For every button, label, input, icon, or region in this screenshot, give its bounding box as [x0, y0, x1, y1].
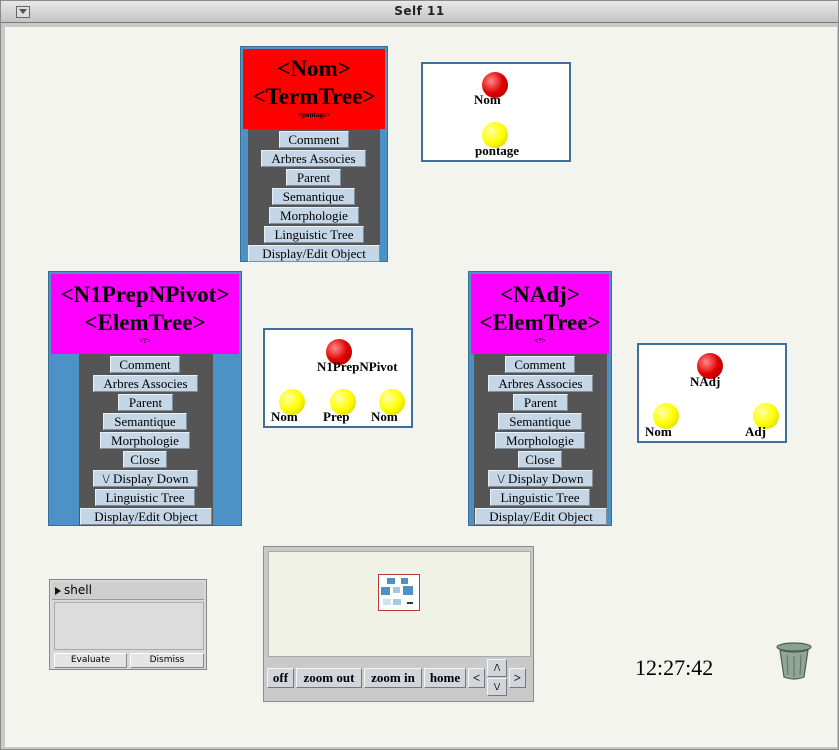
- shell-input[interactable]: [54, 602, 204, 650]
- tree-node-leaf[interactable]: [379, 389, 405, 415]
- node-label: Adj: [745, 424, 766, 439]
- parent-button[interactable]: Parent: [513, 394, 568, 411]
- parent-button[interactable]: Parent: [286, 169, 341, 186]
- zoom-out-button[interactable]: zoom out: [296, 668, 362, 688]
- morphologie-button[interactable]: Morphologie: [495, 432, 585, 449]
- outliner-type: <ElemTree>: [479, 310, 601, 335]
- tree-node-leaf[interactable]: [753, 403, 779, 429]
- tree-node-leaf[interactable]: [279, 389, 305, 415]
- window-title: Self 11: [394, 4, 445, 18]
- display-edit-object-button[interactable]: Display/Edit Object: [248, 245, 380, 262]
- semantique-button[interactable]: Semantique: [498, 413, 582, 430]
- outliner-type: <ElemTree>: [84, 310, 206, 335]
- node-label: Nom: [271, 409, 298, 424]
- comment-button[interactable]: Comment: [505, 356, 575, 373]
- outliner-n1prepnpivot[interactable]: <N1PrepNPivot> <ElemTree> <?> Comment Ar…: [48, 271, 242, 526]
- linguistic-tree-button[interactable]: Linguistic Tree: [490, 489, 590, 506]
- arbres-associes-button[interactable]: Arbres Associes: [93, 375, 198, 392]
- outliner-header[interactable]: <Nom> <TermTree> <pontage>: [243, 49, 385, 129]
- scroll-right-button[interactable]: >: [509, 668, 526, 688]
- outliner-title: <N1PrepNPivot>: [60, 282, 230, 307]
- linguistic-tree-button[interactable]: Linguistic Tree: [95, 489, 195, 506]
- outliner-nom[interactable]: <Nom> <TermTree> <pontage> Comment Arbre…: [240, 46, 388, 262]
- collapse-window-button[interactable]: [16, 6, 30, 18]
- tree-diagram-n1prepnpivot[interactable]: N1PrepNPivot Nom Prep Nom: [263, 328, 413, 428]
- tree-node-root[interactable]: [482, 72, 508, 98]
- close-button[interactable]: Close: [518, 451, 562, 468]
- trash-can-graphic: [776, 642, 812, 680]
- tree-node-root[interactable]: [326, 339, 352, 365]
- node-label: pontage: [475, 143, 520, 158]
- arbres-associes-button[interactable]: Arbres Associes: [261, 150, 366, 167]
- morphologie-button[interactable]: Morphologie: [100, 432, 190, 449]
- tree-diagram-nom[interactable]: Nom pontage: [421, 62, 571, 162]
- triangle-down-icon: [19, 9, 27, 14]
- tree-node-leaf[interactable]: [482, 122, 508, 148]
- zoom-in-button[interactable]: zoom in: [364, 668, 422, 688]
- morphologie-button[interactable]: Morphologie: [269, 207, 359, 224]
- display-edit-object-button[interactable]: Display/Edit Object: [475, 508, 607, 525]
- tree-node-root[interactable]: [697, 353, 723, 379]
- outliner-subtitle: <pontage>: [298, 111, 330, 119]
- display-edit-object-button[interactable]: Display/Edit Object: [80, 508, 212, 525]
- display-down-button[interactable]: \/ Display Down: [488, 470, 593, 487]
- outliner-title: <NAdj>: [500, 282, 580, 307]
- outliner-header[interactable]: <N1PrepNPivot> <ElemTree> <?>: [51, 274, 239, 354]
- node-label: Nom: [371, 409, 398, 424]
- navigator-map[interactable]: [268, 551, 531, 657]
- tree-diagram-nadj[interactable]: NAdj Nom Adj: [637, 343, 787, 443]
- scroll-left-button[interactable]: <: [468, 668, 485, 688]
- shell-panel[interactable]: shell Evaluate Dismiss: [49, 579, 207, 670]
- outliner-type: <TermTree>: [252, 84, 376, 109]
- navigator-viewport-thumbnail[interactable]: [378, 574, 420, 611]
- clock-display: 12:27:42: [635, 655, 714, 680]
- outliner-subtitle: <?>: [139, 337, 151, 345]
- evaluate-button[interactable]: Evaluate: [54, 653, 127, 668]
- thumbnail-graphic: [381, 578, 413, 605]
- node-label: Nom: [645, 424, 672, 439]
- outliner-menu: Comment Arbres Associes Parent Semantiqu…: [79, 354, 213, 526]
- outliner-menu: Comment Arbres Associes Parent Semantiqu…: [474, 354, 607, 526]
- outliner-nadj[interactable]: <NAdj> <ElemTree> <?> Comment Arbres Ass…: [468, 271, 612, 526]
- semantique-button[interactable]: Semantique: [272, 188, 355, 205]
- outliner-header[interactable]: <NAdj> <ElemTree> <?>: [471, 274, 609, 354]
- outliner-menu: Comment Arbres Associes Parent Semantiqu…: [248, 129, 380, 262]
- semantique-button[interactable]: Semantique: [103, 413, 187, 430]
- tree-node-leaf[interactable]: [653, 403, 679, 429]
- world-navigator[interactable]: off zoom out zoom in home < /\ \/ >: [263, 546, 534, 702]
- parent-button[interactable]: Parent: [118, 394, 173, 411]
- expand-triangle-icon[interactable]: [55, 587, 61, 595]
- tree-node-leaf[interactable]: [330, 389, 356, 415]
- title-bar[interactable]: Self 11: [1, 1, 838, 23]
- shell-title: shell: [64, 583, 92, 597]
- shell-title-bar[interactable]: shell: [52, 582, 204, 600]
- scroll-up-button[interactable]: /\: [487, 659, 507, 677]
- node-label: N1PrepNPivot: [317, 359, 398, 374]
- home-button[interactable]: home: [424, 668, 466, 688]
- comment-button[interactable]: Comment: [110, 356, 180, 373]
- navigator-off-button[interactable]: off: [267, 668, 294, 688]
- comment-button[interactable]: Comment: [279, 131, 349, 148]
- outliner-title: <Nom>: [277, 56, 351, 81]
- close-button[interactable]: Close: [123, 451, 167, 468]
- outliner-subtitle: <?>: [534, 337, 546, 345]
- linguistic-tree-button[interactable]: Linguistic Tree: [264, 226, 364, 243]
- node-label: NAdj: [690, 374, 721, 389]
- node-label: Prep: [323, 409, 350, 424]
- node-label: Nom: [474, 92, 501, 107]
- scroll-down-button[interactable]: \/: [487, 678, 507, 696]
- arbres-associes-button[interactable]: Arbres Associes: [488, 375, 593, 392]
- dismiss-button[interactable]: Dismiss: [130, 653, 204, 668]
- trash-can-icon[interactable]: [775, 641, 813, 681]
- world-canvas[interactable]: <Nom> <TermTree> <pontage> Comment Arbre…: [5, 27, 837, 747]
- display-down-button[interactable]: \/ Display Down: [93, 470, 198, 487]
